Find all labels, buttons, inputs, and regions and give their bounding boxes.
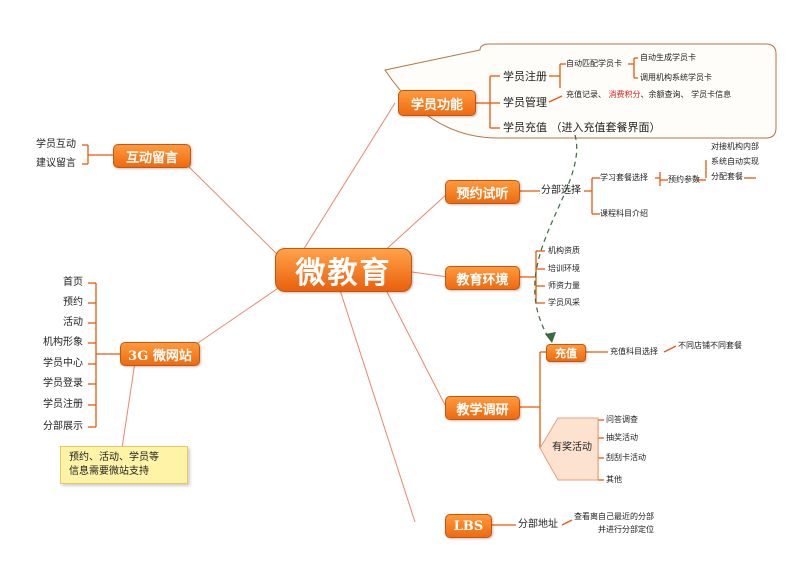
prize-activity-label: 有奖活动 <box>552 442 592 453</box>
call-system-card-label: 调用机构系统学员卡 <box>640 73 712 82</box>
course-intro-label: 课程科目介绍 <box>600 209 648 218</box>
node-education-env[interactable]: 教育环境 <box>445 266 520 290</box>
env-item-teachers: 师资力量 <box>548 281 580 290</box>
node-trial-booking[interactable]: 预约试听 <box>445 180 520 204</box>
auto-match-card-label: 自动匹配学员卡 <box>566 59 622 68</box>
node-education-env-label: 教育环境 <box>456 272 509 288</box>
edge-center-weizhan <box>194 279 291 346</box>
site-item-activity: 活动 <box>63 317 83 328</box>
node-interactive-message[interactable]: 互动留言 <box>113 144 191 168</box>
node-lbs[interactable]: LBS <box>445 514 492 538</box>
node-lbs-label: LBS <box>453 518 484 534</box>
center-node[interactable]: 微教育 <box>275 248 412 292</box>
node-teaching-survey[interactable]: 教学调研 <box>445 396 520 420</box>
env-item-qualification: 机构资质 <box>548 246 580 255</box>
consume-points-label: 消费积分 <box>608 90 641 99</box>
branch-select-label: 分部选择 <box>541 185 581 196</box>
prize-item-scratch: 刮刮卡活动 <box>606 453 646 462</box>
env-item-training: 培训环境 <box>548 264 580 273</box>
store-package-label: 不同店铺不同套餐 <box>678 341 742 350</box>
edge-center-hudong <box>179 157 286 263</box>
recharge-flow-arrow <box>534 134 578 341</box>
prize-item-other: 其他 <box>606 475 622 484</box>
site-item-center: 学员中心 <box>43 358 83 369</box>
prize-item-lottery: 抽奖活动 <box>606 433 638 442</box>
node-recharge-label: 充值 <box>555 347 577 360</box>
recharge-subject-label: 充值科目选择 <box>610 347 658 356</box>
recharge-flow-arrowhead <box>545 332 556 343</box>
booking-params-label: 预约参数 <box>668 175 700 184</box>
edge-center-huanjing <box>411 271 449 278</box>
node-teaching-survey-label: 教学调研 <box>456 402 509 418</box>
feature-callout-frame <box>384 43 777 139</box>
node-student-features[interactable]: 学员功能 <box>398 90 476 116</box>
env-item-students: 学员风采 <box>548 298 580 307</box>
node-micro-site[interactable]: 3G 微网站 <box>120 342 200 366</box>
branch-locate-label: 并进行分部定位 <box>598 525 654 534</box>
prize-activity-shape <box>539 417 599 481</box>
micro-site-note: 预约、活动、学员等 信息需要微站支持 <box>60 446 188 484</box>
student-manage-label: 学员管理 <box>503 96 547 109</box>
hudong-item-suggest: 建议留言 <box>36 158 76 169</box>
site-item-booking: 预约 <box>63 297 83 308</box>
card-info-label: 学员卡信息 <box>691 90 732 99</box>
edge-center-yuyue <box>379 192 449 256</box>
edge-center-diaoyan <box>384 287 446 406</box>
edge-center-xueyuan <box>299 102 396 256</box>
hudong-item-student: 学员互动 <box>36 139 76 150</box>
site-item-image: 机构形象 <box>43 337 83 348</box>
assign-package-label: 分配套餐 <box>711 172 743 181</box>
student-register-label: 学员注册 <box>503 70 547 83</box>
nearest-branch-label: 查看离自己最近的分部 <box>574 512 654 521</box>
node-trial-booking-label: 预约试听 <box>456 186 509 202</box>
balance-query-label: 、余额查询、 <box>640 90 689 99</box>
prize-item-quiz: 问答调查 <box>606 415 638 424</box>
branch-address-label: 分部地址 <box>518 519 558 530</box>
node-student-features-label: 学员功能 <box>410 97 463 113</box>
student-recharge-label: 学员充值 （进入充值套餐界面） <box>503 121 661 134</box>
site-item-branch: 分部展示 <box>43 421 83 432</box>
package-select-label: 学习套餐选择 <box>600 173 648 182</box>
site-item-home: 首页 <box>63 277 83 288</box>
edge-center-lbs <box>339 289 416 523</box>
auto-generate-card-label: 自动生成学员卡 <box>640 53 696 62</box>
site-item-login: 学员登录 <box>43 378 83 389</box>
recharge-record-label: 充值记录、 <box>566 90 606 99</box>
edge-note-weizhan <box>121 361 136 449</box>
note-line-2: 信息需要微站支持 <box>69 466 149 477</box>
node-micro-site-label: 3G 微网站 <box>128 348 192 364</box>
center-label: 微教育 <box>295 256 392 291</box>
note-line-1: 预约、活动、学员等 <box>69 452 159 463</box>
system-auto-label: 系统自动实现 <box>711 157 759 166</box>
node-recharge[interactable]: 充值 <box>546 344 586 362</box>
site-item-register: 学员注册 <box>43 399 83 410</box>
student-manage-items: 充值记录、 消费积分、余额查询、 学员卡信息 <box>566 90 731 100</box>
node-interactive-message-label: 互动留言 <box>125 150 178 166</box>
system-dock-label: 对接机构内部 <box>711 142 759 151</box>
